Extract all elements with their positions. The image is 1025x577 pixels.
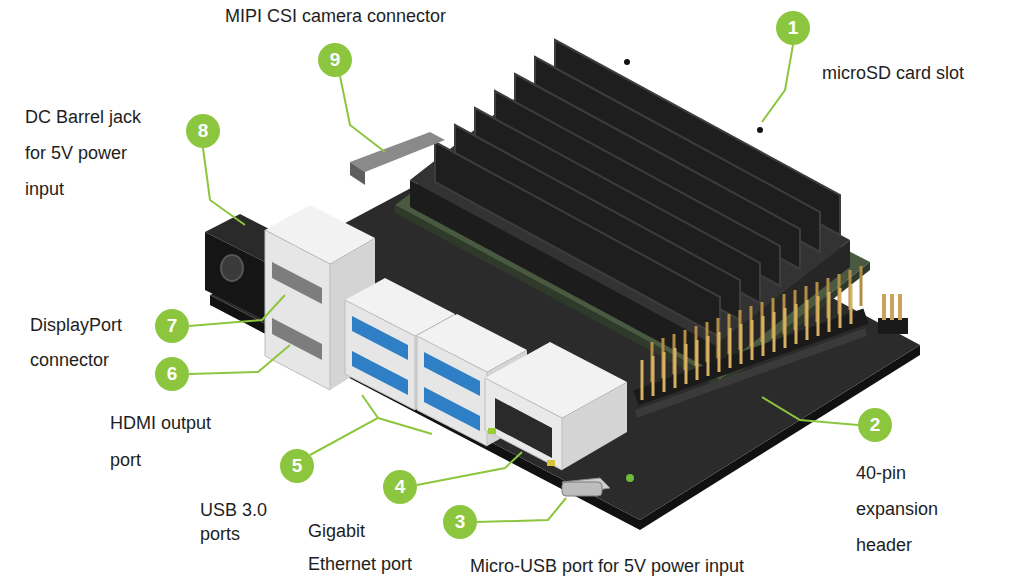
ethernet-socket <box>495 398 552 458</box>
usb-front <box>417 336 487 446</box>
board-led <box>626 474 634 482</box>
callout-number: 9 <box>318 43 352 77</box>
header-front-strip <box>636 332 866 414</box>
part-label: HDMI output port <box>110 405 235 479</box>
usb-slot <box>424 352 480 396</box>
heatsink-fins <box>435 40 840 337</box>
part-label: 40-pin expansion header <box>856 455 951 563</box>
leader-lines <box>189 45 858 522</box>
ethernet-led <box>488 428 496 434</box>
camera-connector-front <box>350 162 365 185</box>
usb-slot <box>352 316 408 360</box>
part-label: Gigabit Ethernet port <box>308 515 430 577</box>
video-port-front <box>265 230 330 390</box>
header-pins-front <box>642 284 851 400</box>
ethernet-front <box>485 378 562 470</box>
callout-number: 8 <box>186 114 220 148</box>
callout-number: 5 <box>280 449 314 483</box>
callout-number: 4 <box>383 470 417 504</box>
micro-usb-front <box>562 482 602 496</box>
barrel-jack-hole <box>221 255 243 281</box>
usb-slot <box>424 387 480 431</box>
barrel-jack-front <box>205 232 265 320</box>
part-label: DisplayPort connector <box>30 308 145 378</box>
callout-number: 1 <box>776 11 810 45</box>
usb-front <box>345 300 415 410</box>
small-header <box>878 318 908 334</box>
part-label: USB 3.0 ports <box>200 498 280 546</box>
part-label: MIPI CSI camera connector <box>225 6 446 27</box>
ethernet-led <box>547 460 555 466</box>
usb-slot <box>352 351 408 395</box>
camera-connector <box>350 132 445 172</box>
callout-circles <box>155 11 892 539</box>
callout-number: 3 <box>443 505 477 539</box>
part-label: DC Barrel jack for 5V power input <box>25 99 160 207</box>
part-label: Micro-USB port for 5V power input <box>470 556 744 577</box>
callout-number: 7 <box>155 309 189 343</box>
displayport-slot <box>272 262 322 304</box>
part-label: microSD card slot <box>822 63 964 84</box>
ethernet-side <box>562 382 627 470</box>
callout-number: 2 <box>858 408 892 442</box>
callout-number: 6 <box>155 357 189 391</box>
small-header-pins <box>884 294 900 320</box>
